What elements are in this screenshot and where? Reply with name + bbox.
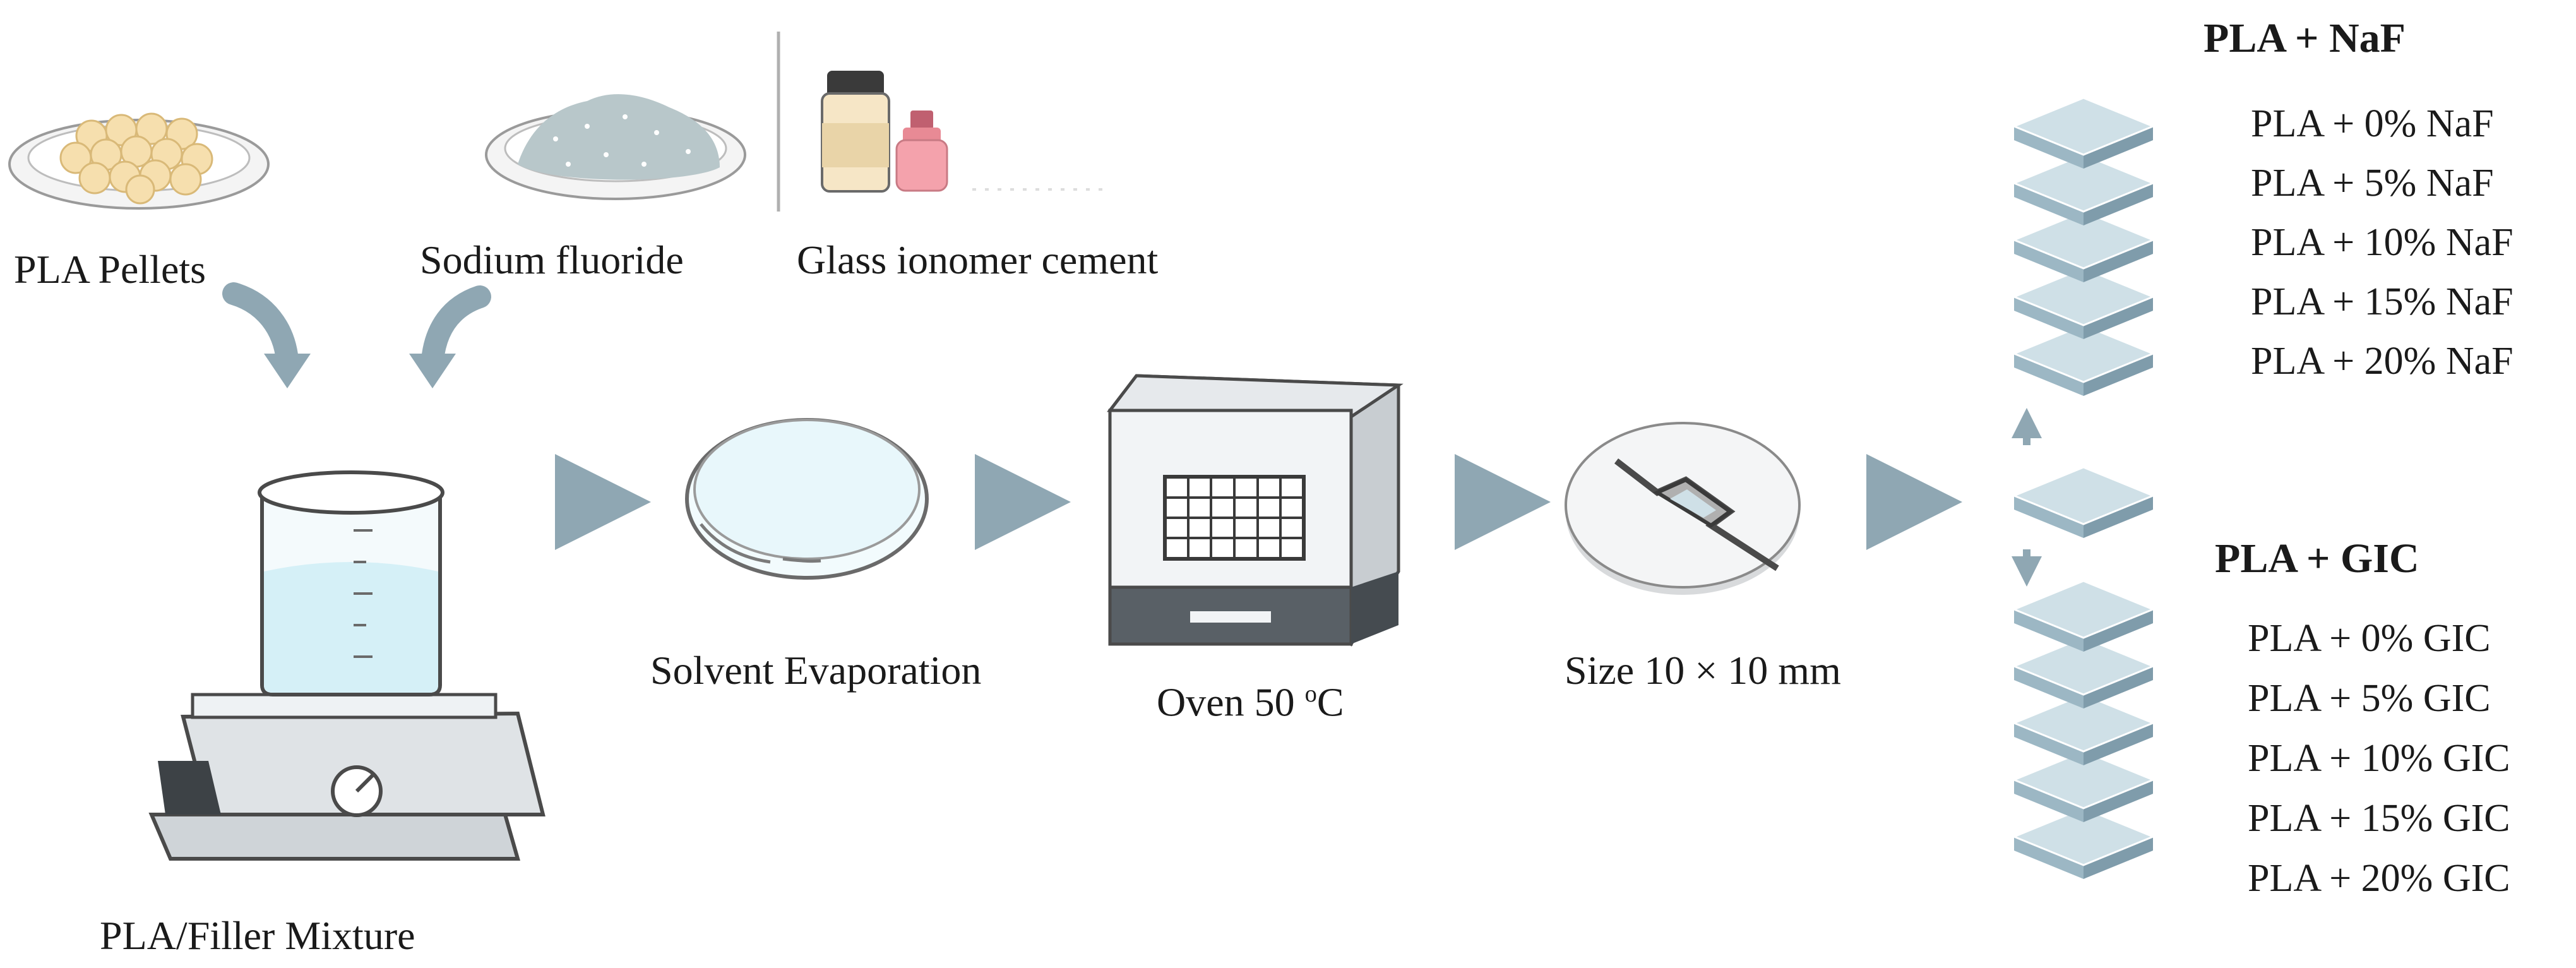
center-sample-plate-shape <box>2012 466 2156 538</box>
hotplate-beaker-icon <box>148 470 546 861</box>
curved-arrow-fluoride <box>409 285 491 388</box>
naf-item: PLA + 10% NaF <box>2251 221 2513 264</box>
gic-item: PLA + 5% GIC <box>2248 677 2491 720</box>
gic-item: PLA + 15% GIC <box>2248 797 2510 840</box>
gic-sample-plate <box>2012 636 2156 708</box>
gic-sample-plate <box>2012 807 2156 879</box>
label-oven: Oven 50 oC <box>1157 682 1344 722</box>
gic-group-title: PLA + GIC <box>2215 535 2419 582</box>
oven-degree: o <box>1304 681 1317 707</box>
oven-icon <box>1107 374 1404 647</box>
gic-item: PLA + 20% GIC <box>2248 857 2510 900</box>
naf-item: PLA + 15% NaF <box>2251 280 2513 323</box>
glass-ionomer-bottles-icon <box>821 71 1111 193</box>
pla-pellets-dish-icon <box>8 112 270 210</box>
gic-sample-plate <box>2012 580 2156 652</box>
naf-sample-plate <box>2012 267 2156 339</box>
label-pla-filler-mixture: PLA/Filler Mixture <box>100 913 415 958</box>
naf-sample-stack <box>2012 97 2156 396</box>
sample-cutting-icon <box>1565 422 1801 595</box>
oven-unit: C <box>1316 679 1344 725</box>
oven-text: Oven 50 <box>1157 679 1305 725</box>
center-sample-plate <box>2012 466 2156 538</box>
naf-group-title: PLA + NaF <box>2203 15 2406 61</box>
gic-sample-plate <box>2012 693 2156 765</box>
label-sodium-fluoride: Sodium fluoride <box>420 237 684 282</box>
naf-sample-plate <box>2012 97 2156 169</box>
naf-sample-plate <box>2012 210 2156 282</box>
sodium-fluoride-dish-icon <box>485 94 746 200</box>
gic-item: PLA + 0% GIC <box>2248 617 2491 660</box>
naf-item: PLA + 5% NaF <box>2251 162 2494 205</box>
naf-sample-plate <box>2012 324 2156 396</box>
gic-sample-stack <box>2012 580 2156 879</box>
gic-sample-plate <box>2012 750 2156 822</box>
label-glass-ionomer-cement: Glass ionomer cement <box>797 237 1159 282</box>
gic-item: PLA + 10% GIC <box>2248 737 2510 780</box>
label-sample-size: Size 10 × 10 mm <box>1565 648 1841 693</box>
curved-arrow-pellets <box>222 282 311 388</box>
label-pla-pellets: PLA Pellets <box>14 247 206 292</box>
label-solvent-evaporation: Solvent Evaporation <box>650 648 982 693</box>
naf-item: PLA + 0% NaF <box>2251 102 2494 145</box>
naf-sample-plate <box>2012 153 2156 225</box>
naf-item: PLA + 20% NaF <box>2251 340 2513 383</box>
petri-dish-icon <box>685 418 929 580</box>
